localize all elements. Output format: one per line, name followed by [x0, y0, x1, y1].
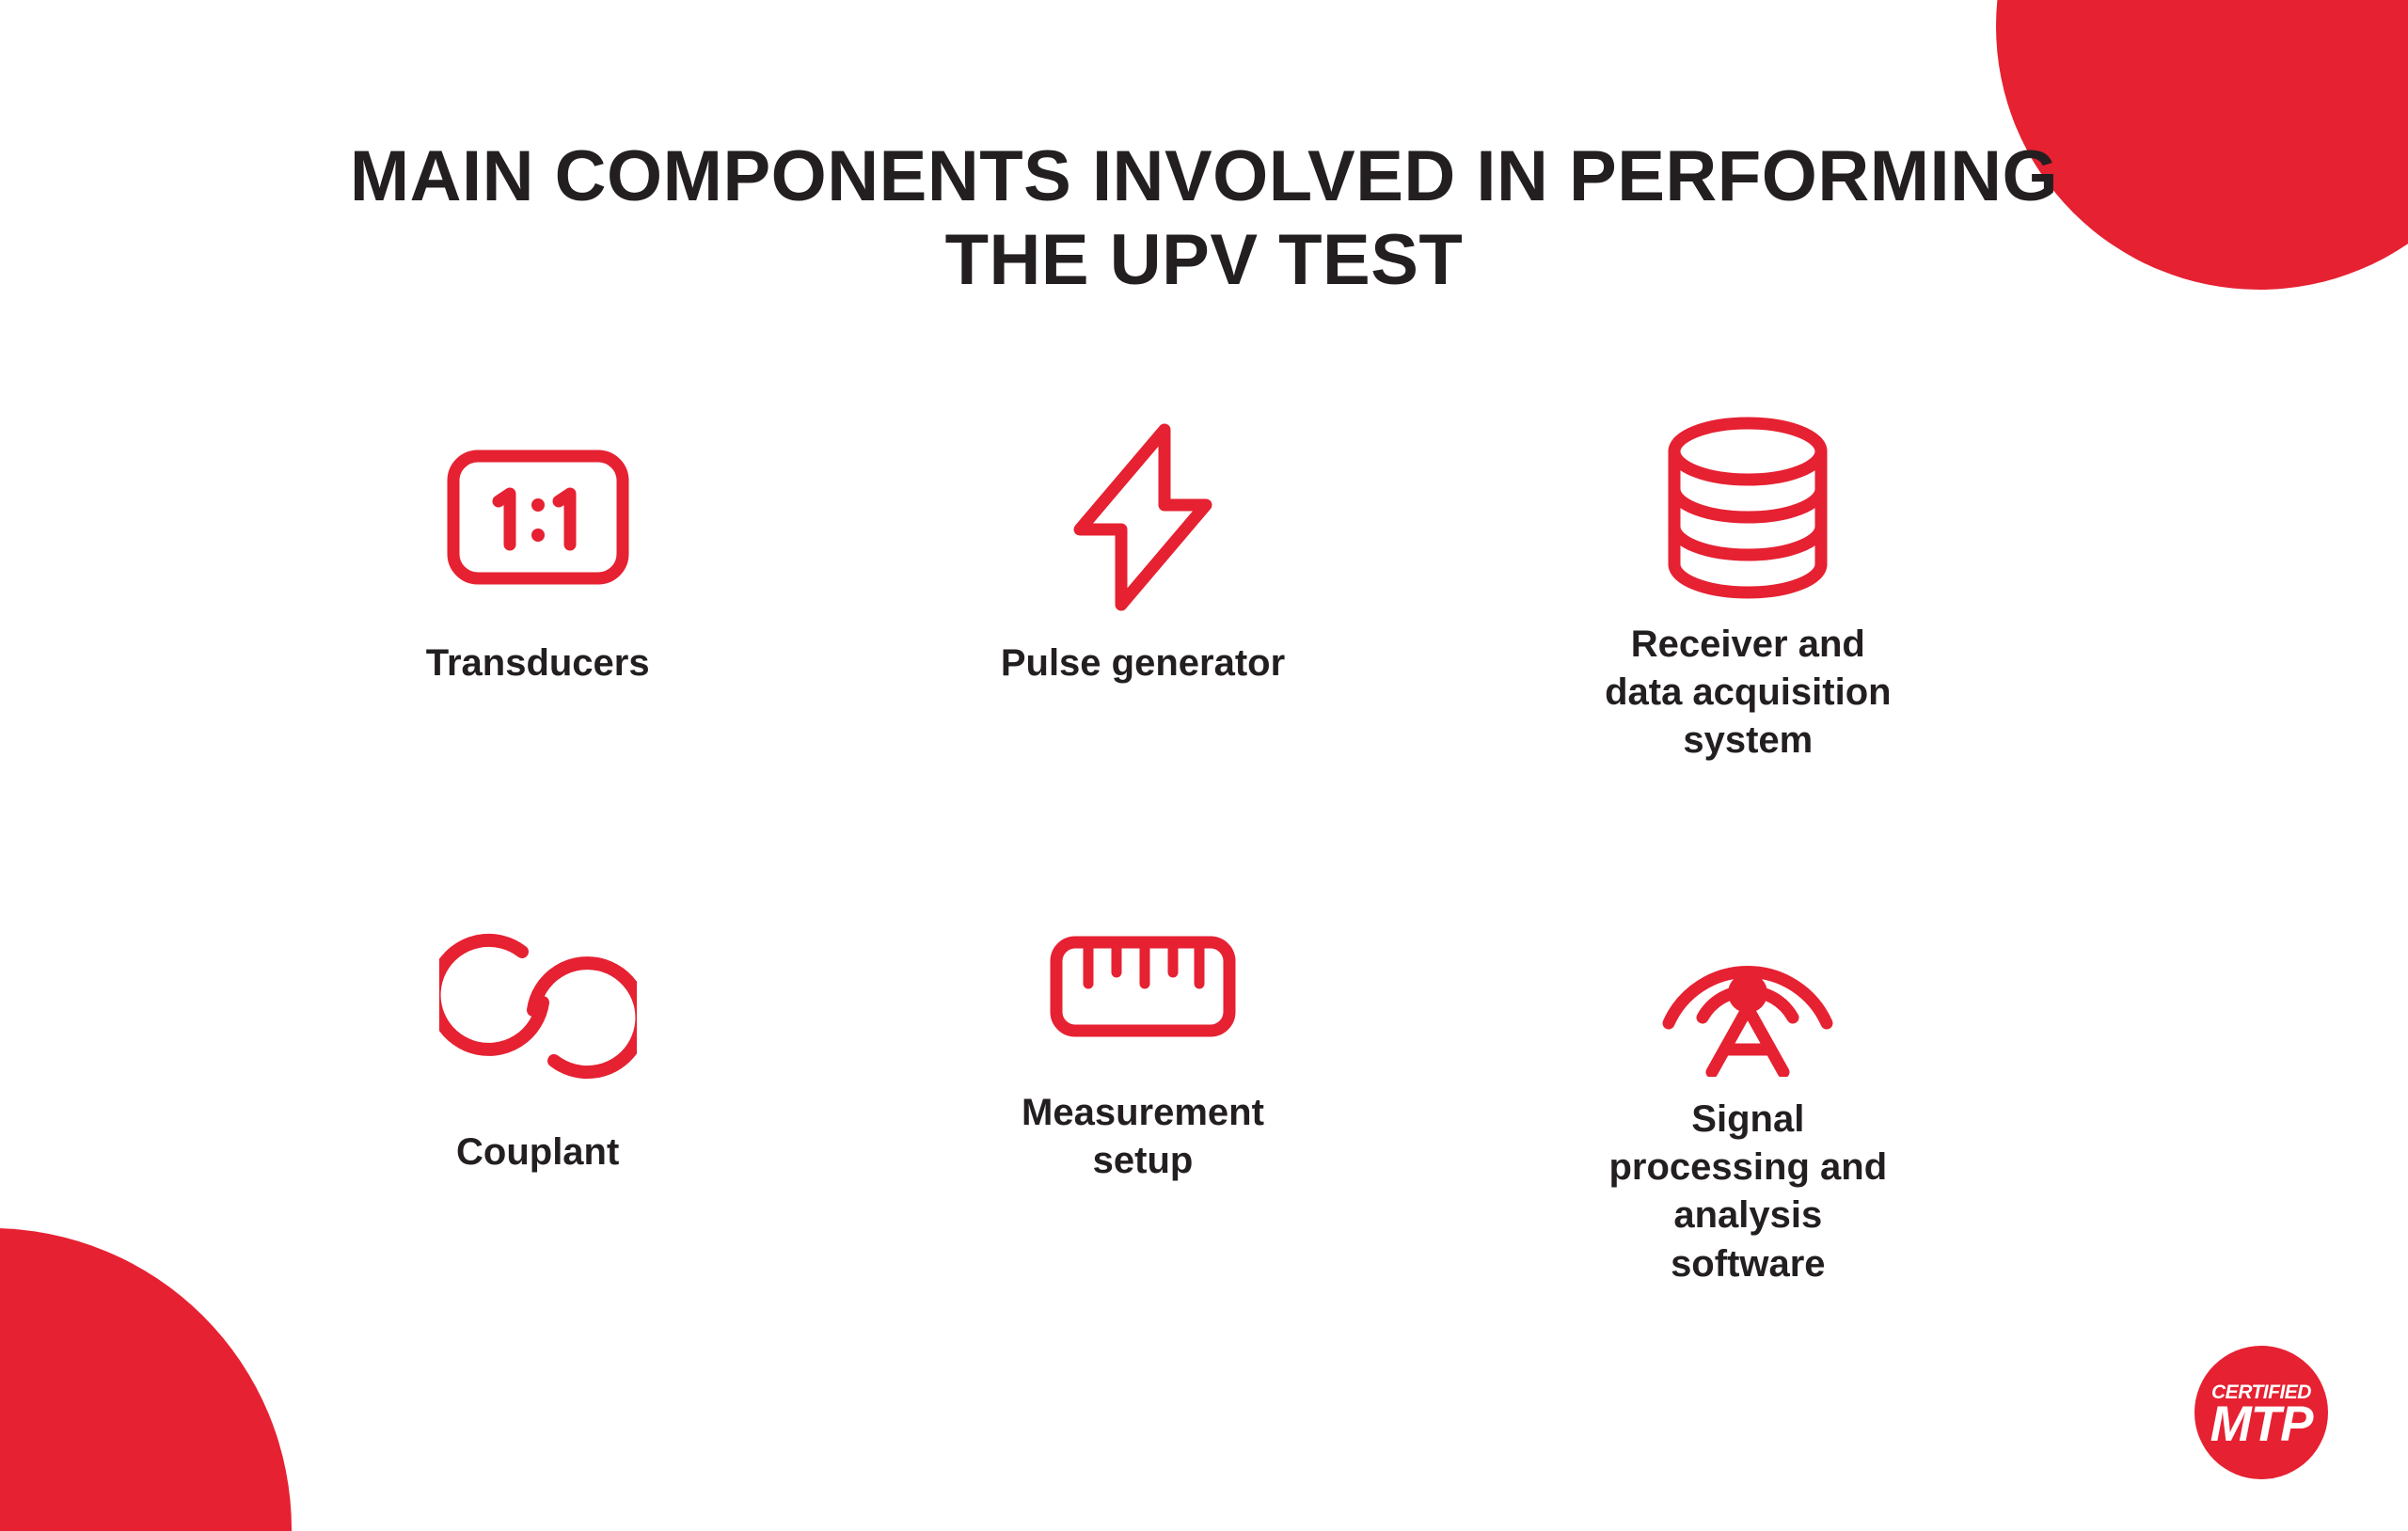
certified-mtp-logo: CERTIFIED MTP — [2194, 1346, 2328, 1479]
database-cylinder-icon — [1668, 417, 1828, 599]
decorative-circle-bottom-left — [0, 1228, 292, 1531]
component-label: Transducers — [425, 642, 650, 684]
icon-container — [1654, 903, 1842, 1077]
component-label: Pulse generator — [1000, 642, 1286, 684]
component-label: Receiver and data acquisition system — [1605, 623, 1892, 762]
lightning-bolt-icon — [1073, 423, 1212, 611]
logo-certified-text: CERTIFIED — [2211, 1381, 2311, 1403]
component-item-measurement-setup: Measurement setup — [840, 903, 1445, 1185]
ruler-icon — [1050, 936, 1236, 1037]
component-label: Measurement setup — [1022, 1091, 1264, 1181]
broadcast-tower-icon — [1662, 966, 1833, 1077]
component-item-couplant: Couplant — [235, 903, 840, 1185]
component-item-pulse-generator: Pulse generator — [840, 414, 1445, 696]
page-title: MAIN COMPONENTS INVOLVED IN PERFORMING T… — [349, 136, 2059, 300]
component-item-receiver: Receiver and data acquisition system — [1446, 414, 2051, 761]
logo-mtp-text: MTP — [2210, 1397, 2314, 1452]
linked-rings-icon — [438, 933, 637, 1080]
icon-container — [444, 414, 632, 621]
icon-container — [1049, 903, 1237, 1070]
component-label: Couplant — [456, 1131, 620, 1173]
components-grid: Transducers Pulse generator — [235, 414, 2051, 1285]
icon-container — [1063, 414, 1223, 621]
component-item-transducers: Transducers — [235, 414, 840, 696]
icon-container — [438, 903, 637, 1110]
icon-container — [1658, 414, 1837, 602]
component-label: Signal processing and analysis software — [1608, 1098, 1888, 1285]
logo-circle-background — [2194, 1346, 2328, 1479]
component-item-signal-software: Signal processing and analysis software — [1446, 903, 2051, 1285]
transducer-ratio-icon — [447, 450, 629, 585]
